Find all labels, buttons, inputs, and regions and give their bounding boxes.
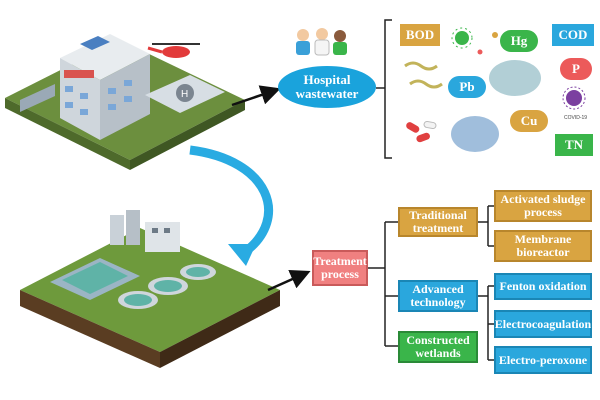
curved-flow-arrowhead: [228, 244, 256, 266]
category-constructed-wetlands: Constructed wetlands: [398, 331, 478, 363]
pollutant-p: P: [560, 58, 592, 80]
curved-flow-arrow: [189, 145, 274, 256]
microbe-dots: [477, 32, 498, 55]
wastewater-plant-icon: [20, 210, 280, 368]
pollutant-tn: TN: [555, 134, 593, 156]
category-advanced-technology: Advanced technology: [398, 280, 478, 312]
arrow-plant-to-treatment: [267, 269, 311, 292]
hospital-wastewater-text: Hospital wastewater: [295, 72, 359, 101]
hospital-wastewater-label: Hospital wastewater: [278, 66, 376, 108]
method-electrocoagulation: Electrocoagulation: [494, 310, 592, 338]
treatment-tree-lines: [368, 205, 494, 361]
pollutant-bod: BOD: [400, 24, 440, 46]
method-fenton-oxidation: Fenton oxidation: [494, 273, 592, 300]
category-traditional-treatment: Traditional treatment: [398, 207, 478, 237]
treatment-process-box: Treatment process: [312, 250, 368, 286]
pills-icon: [406, 120, 437, 143]
svg-text:COVID-19: COVID-19: [564, 115, 587, 121]
pollutant-hg: Hg: [500, 30, 538, 52]
svg-text:H: H: [181, 89, 188, 100]
arrow-hospital-to-wastewater: [231, 85, 281, 107]
virus-icon: [451, 27, 473, 49]
pollutant-cu: Cu: [510, 110, 548, 132]
doctors-icon: [296, 28, 347, 56]
pollutant-bracket: [384, 19, 392, 159]
method-activated-sludge: Activated sludge process: [494, 190, 592, 222]
method-electro-peroxone: Electro-peroxone: [494, 346, 592, 374]
pollutant-cod: COD: [552, 24, 594, 46]
bacteria-icon: [404, 60, 541, 152]
hospital-building-icon: H: [5, 34, 245, 170]
covid-icon: COVID-19: [562, 86, 587, 121]
method-membrane-bioreactor: Membrane bioreactor: [494, 230, 592, 262]
pollutant-pb: Pb: [448, 76, 486, 98]
helicopter-icon: [147, 43, 200, 58]
